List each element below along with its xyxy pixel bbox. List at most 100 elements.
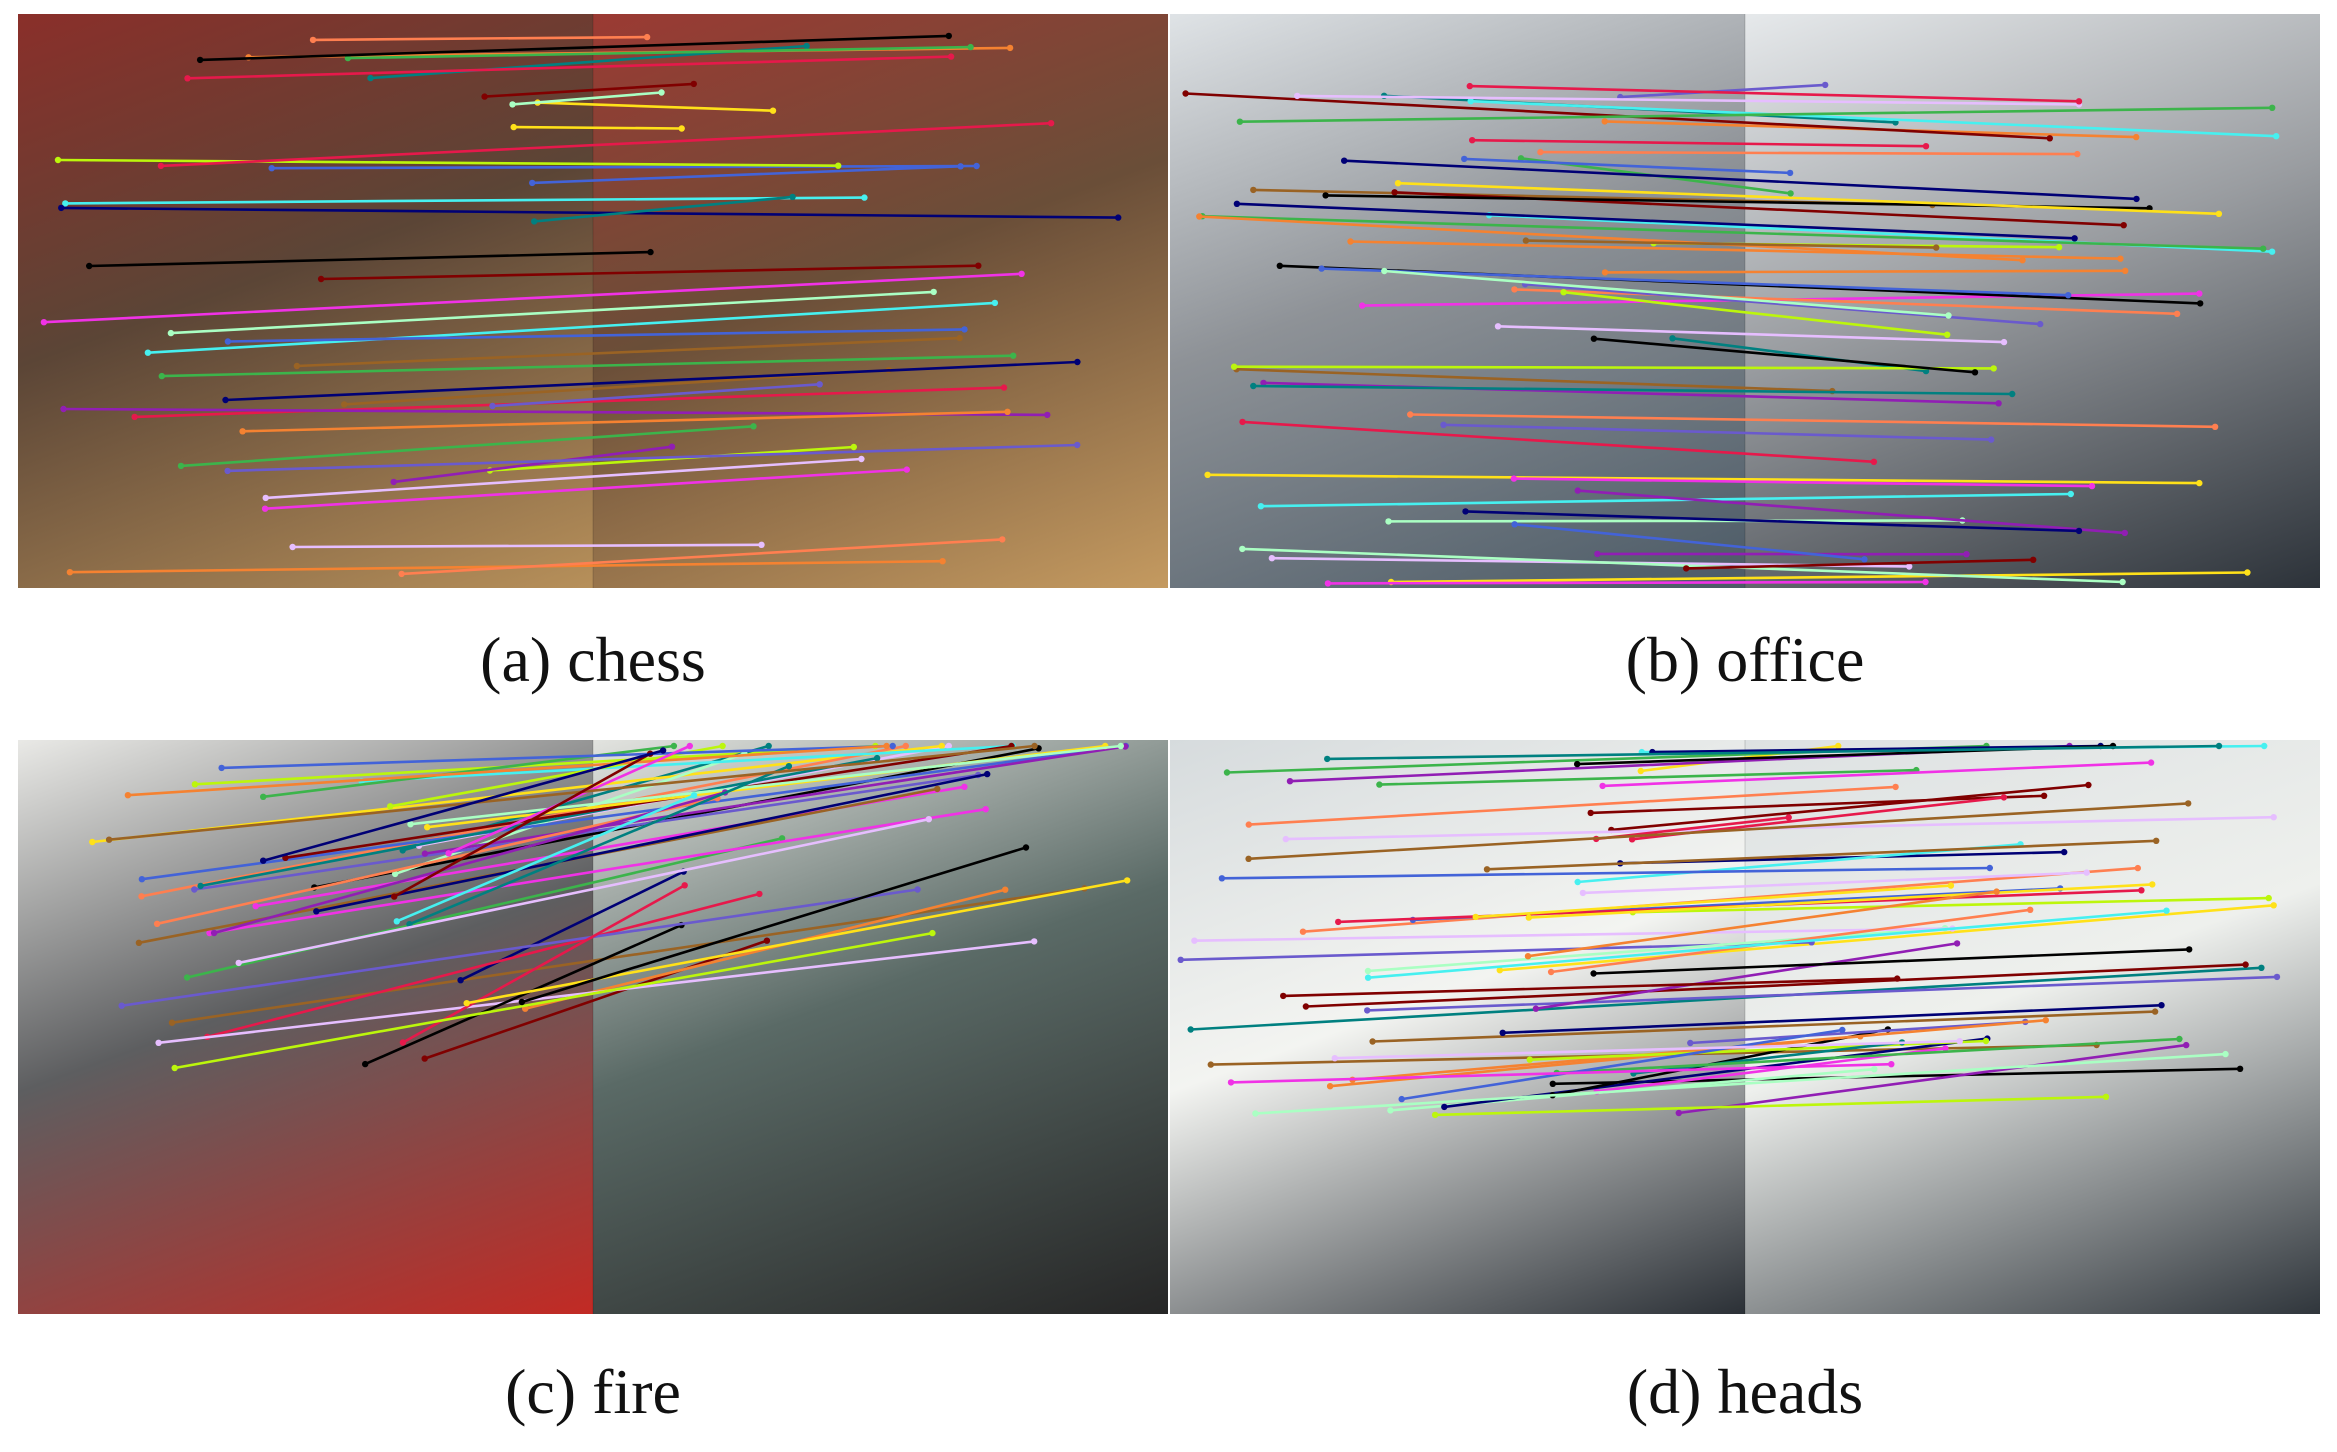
match-line (424, 745, 1126, 855)
keypoint (883, 742, 890, 750)
keypoint (421, 1055, 428, 1062)
keypoint (54, 156, 62, 164)
keypoint (902, 742, 909, 750)
match-line (89, 250, 651, 268)
keypoint (2138, 887, 2145, 894)
keypoint (1822, 81, 1829, 89)
match-line (1686, 558, 2034, 570)
match-line (1590, 794, 2045, 815)
keypoint (407, 821, 414, 828)
keypoint (1391, 189, 1398, 196)
keypoint (1294, 92, 1301, 100)
keypoint (2151, 1008, 2159, 1015)
match-line (65, 196, 865, 205)
match-line (161, 354, 1014, 378)
match-line (1524, 282, 2041, 326)
keypoint (239, 428, 246, 435)
match-line (127, 744, 887, 797)
keypoint (1044, 411, 1051, 419)
match-line (1327, 580, 1926, 585)
keypoint (2040, 792, 2048, 799)
match-line (1202, 214, 2264, 250)
match-line (121, 888, 918, 1007)
keypoint (1971, 369, 1979, 376)
keypoint (1532, 1005, 1540, 1012)
keypoint (135, 939, 143, 946)
keypoint (2176, 1035, 2183, 1043)
keypoint (1785, 814, 1792, 821)
keypoint (124, 792, 132, 799)
match-line (1352, 1018, 2046, 1082)
caption-office: (b) office (1625, 624, 1865, 695)
keypoint (668, 443, 676, 450)
match-line (1410, 413, 2216, 429)
keypoint (2000, 338, 2008, 346)
fire-match-lines (89, 742, 1131, 1072)
keypoint (2046, 135, 2053, 142)
keypoint (1326, 1083, 1334, 1090)
keypoint (816, 381, 823, 388)
match-line (1443, 423, 1992, 441)
keypoint (1331, 1055, 1338, 1062)
keypoint (529, 179, 536, 187)
keypoint (1526, 1056, 1533, 1063)
keypoint (167, 329, 175, 337)
keypoint (961, 326, 968, 333)
keypoint (2009, 390, 2016, 398)
match-line (1464, 157, 1791, 175)
keypoint (445, 850, 452, 857)
keypoint (86, 262, 93, 270)
match-line (409, 764, 790, 926)
keypoint (1525, 914, 1532, 921)
keypoint (60, 405, 67, 413)
keypoint (1018, 270, 1025, 277)
keypoint (138, 876, 146, 883)
match-line (1556, 1037, 2180, 1075)
keypoint (2183, 1041, 2190, 1049)
panel-fire (18, 740, 1168, 1314)
keypoint (177, 462, 185, 470)
keypoint (785, 763, 793, 770)
match-line (344, 368, 889, 406)
match-line (1379, 768, 1917, 786)
keypoint (1461, 155, 1468, 163)
keypoint (489, 402, 496, 410)
keypoint (2088, 482, 2096, 490)
keypoint (889, 742, 896, 750)
keypoint (2244, 569, 2251, 576)
match-line (187, 55, 952, 80)
keypoint (393, 918, 400, 925)
keypoint (1233, 200, 1241, 207)
keypoint (1675, 1109, 1682, 1117)
match-line (1582, 871, 2087, 895)
match-line (532, 165, 961, 185)
match-line (1372, 1010, 2156, 1043)
keypoint (1324, 755, 1331, 763)
match-line (242, 410, 1008, 433)
keypoint (2117, 255, 2124, 262)
keypoint (1387, 1107, 1394, 1114)
match-line (1255, 1052, 2226, 1115)
keypoint (224, 338, 232, 345)
keypoint (138, 893, 145, 900)
match-line (1344, 159, 2137, 201)
keypoint (509, 101, 516, 108)
keypoint (1669, 335, 1676, 342)
keypoint (1683, 565, 1690, 572)
match-line (1253, 384, 2013, 396)
keypoint (2185, 800, 2192, 807)
keypoint (1494, 323, 1502, 330)
keypoint (1207, 1061, 1214, 1068)
match-line (512, 91, 662, 106)
keypoint (210, 929, 218, 937)
match-line (108, 744, 1035, 841)
keypoint (1628, 836, 1636, 843)
keypoint (1347, 238, 1354, 245)
match-line (262, 749, 664, 862)
match-line (396, 794, 695, 923)
keypoint (260, 793, 267, 800)
keypoint (197, 882, 204, 890)
keypoint (1466, 82, 1473, 90)
keypoint (1871, 1066, 1878, 1073)
keypoint (1462, 508, 1469, 515)
